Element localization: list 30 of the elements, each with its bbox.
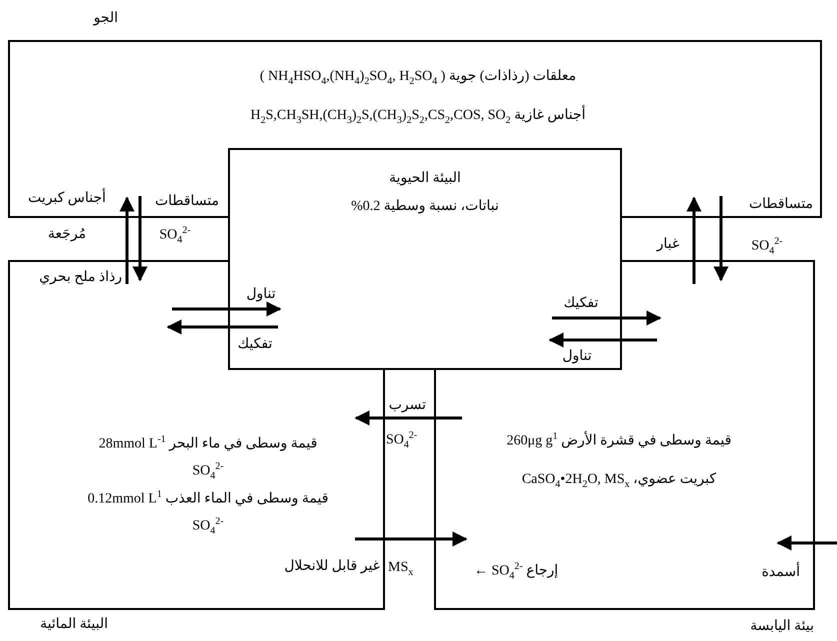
region-heading: البيئة المائية (39, 616, 108, 633)
formula-label: MS$_{x}$ (388, 559, 414, 580)
arrow (686, 196, 702, 284)
arrow (166, 320, 278, 334)
arrow (120, 196, 134, 284)
arrow (776, 536, 837, 550)
edge-label: تناول (561, 348, 593, 365)
edge-label: متساقطات (748, 196, 814, 213)
region-heading: بيئة اليابسة (749, 618, 814, 635)
region-text: نباتات، نسبة وسطية 0.2% (350, 198, 500, 215)
edge-label: أسمدة (760, 564, 800, 581)
region-heading: البيئة الحيوية (388, 170, 462, 187)
edge-label: تفكيك (562, 295, 600, 312)
region-heading: الجو (92, 10, 118, 27)
region-box (228, 148, 622, 370)
arrow (714, 196, 728, 282)
edge-label: أجناس كبريت مُرجَعة (14, 181, 120, 253)
edge-label: غبار (655, 236, 680, 253)
edge-label: تسرب (388, 397, 426, 414)
arrow (552, 310, 662, 326)
arrow (132, 196, 148, 282)
edge-note: رذاذ ملح بحري (38, 269, 122, 286)
edge-label: تناول (245, 286, 277, 303)
arrow (172, 302, 282, 316)
arrow (354, 410, 462, 426)
region-text: غير قابل للانحلال (283, 558, 380, 575)
edge-label: متساقطات (154, 193, 220, 210)
arrow (548, 332, 657, 348)
arrow (355, 532, 468, 546)
edge-label: تفكيك (236, 336, 274, 353)
